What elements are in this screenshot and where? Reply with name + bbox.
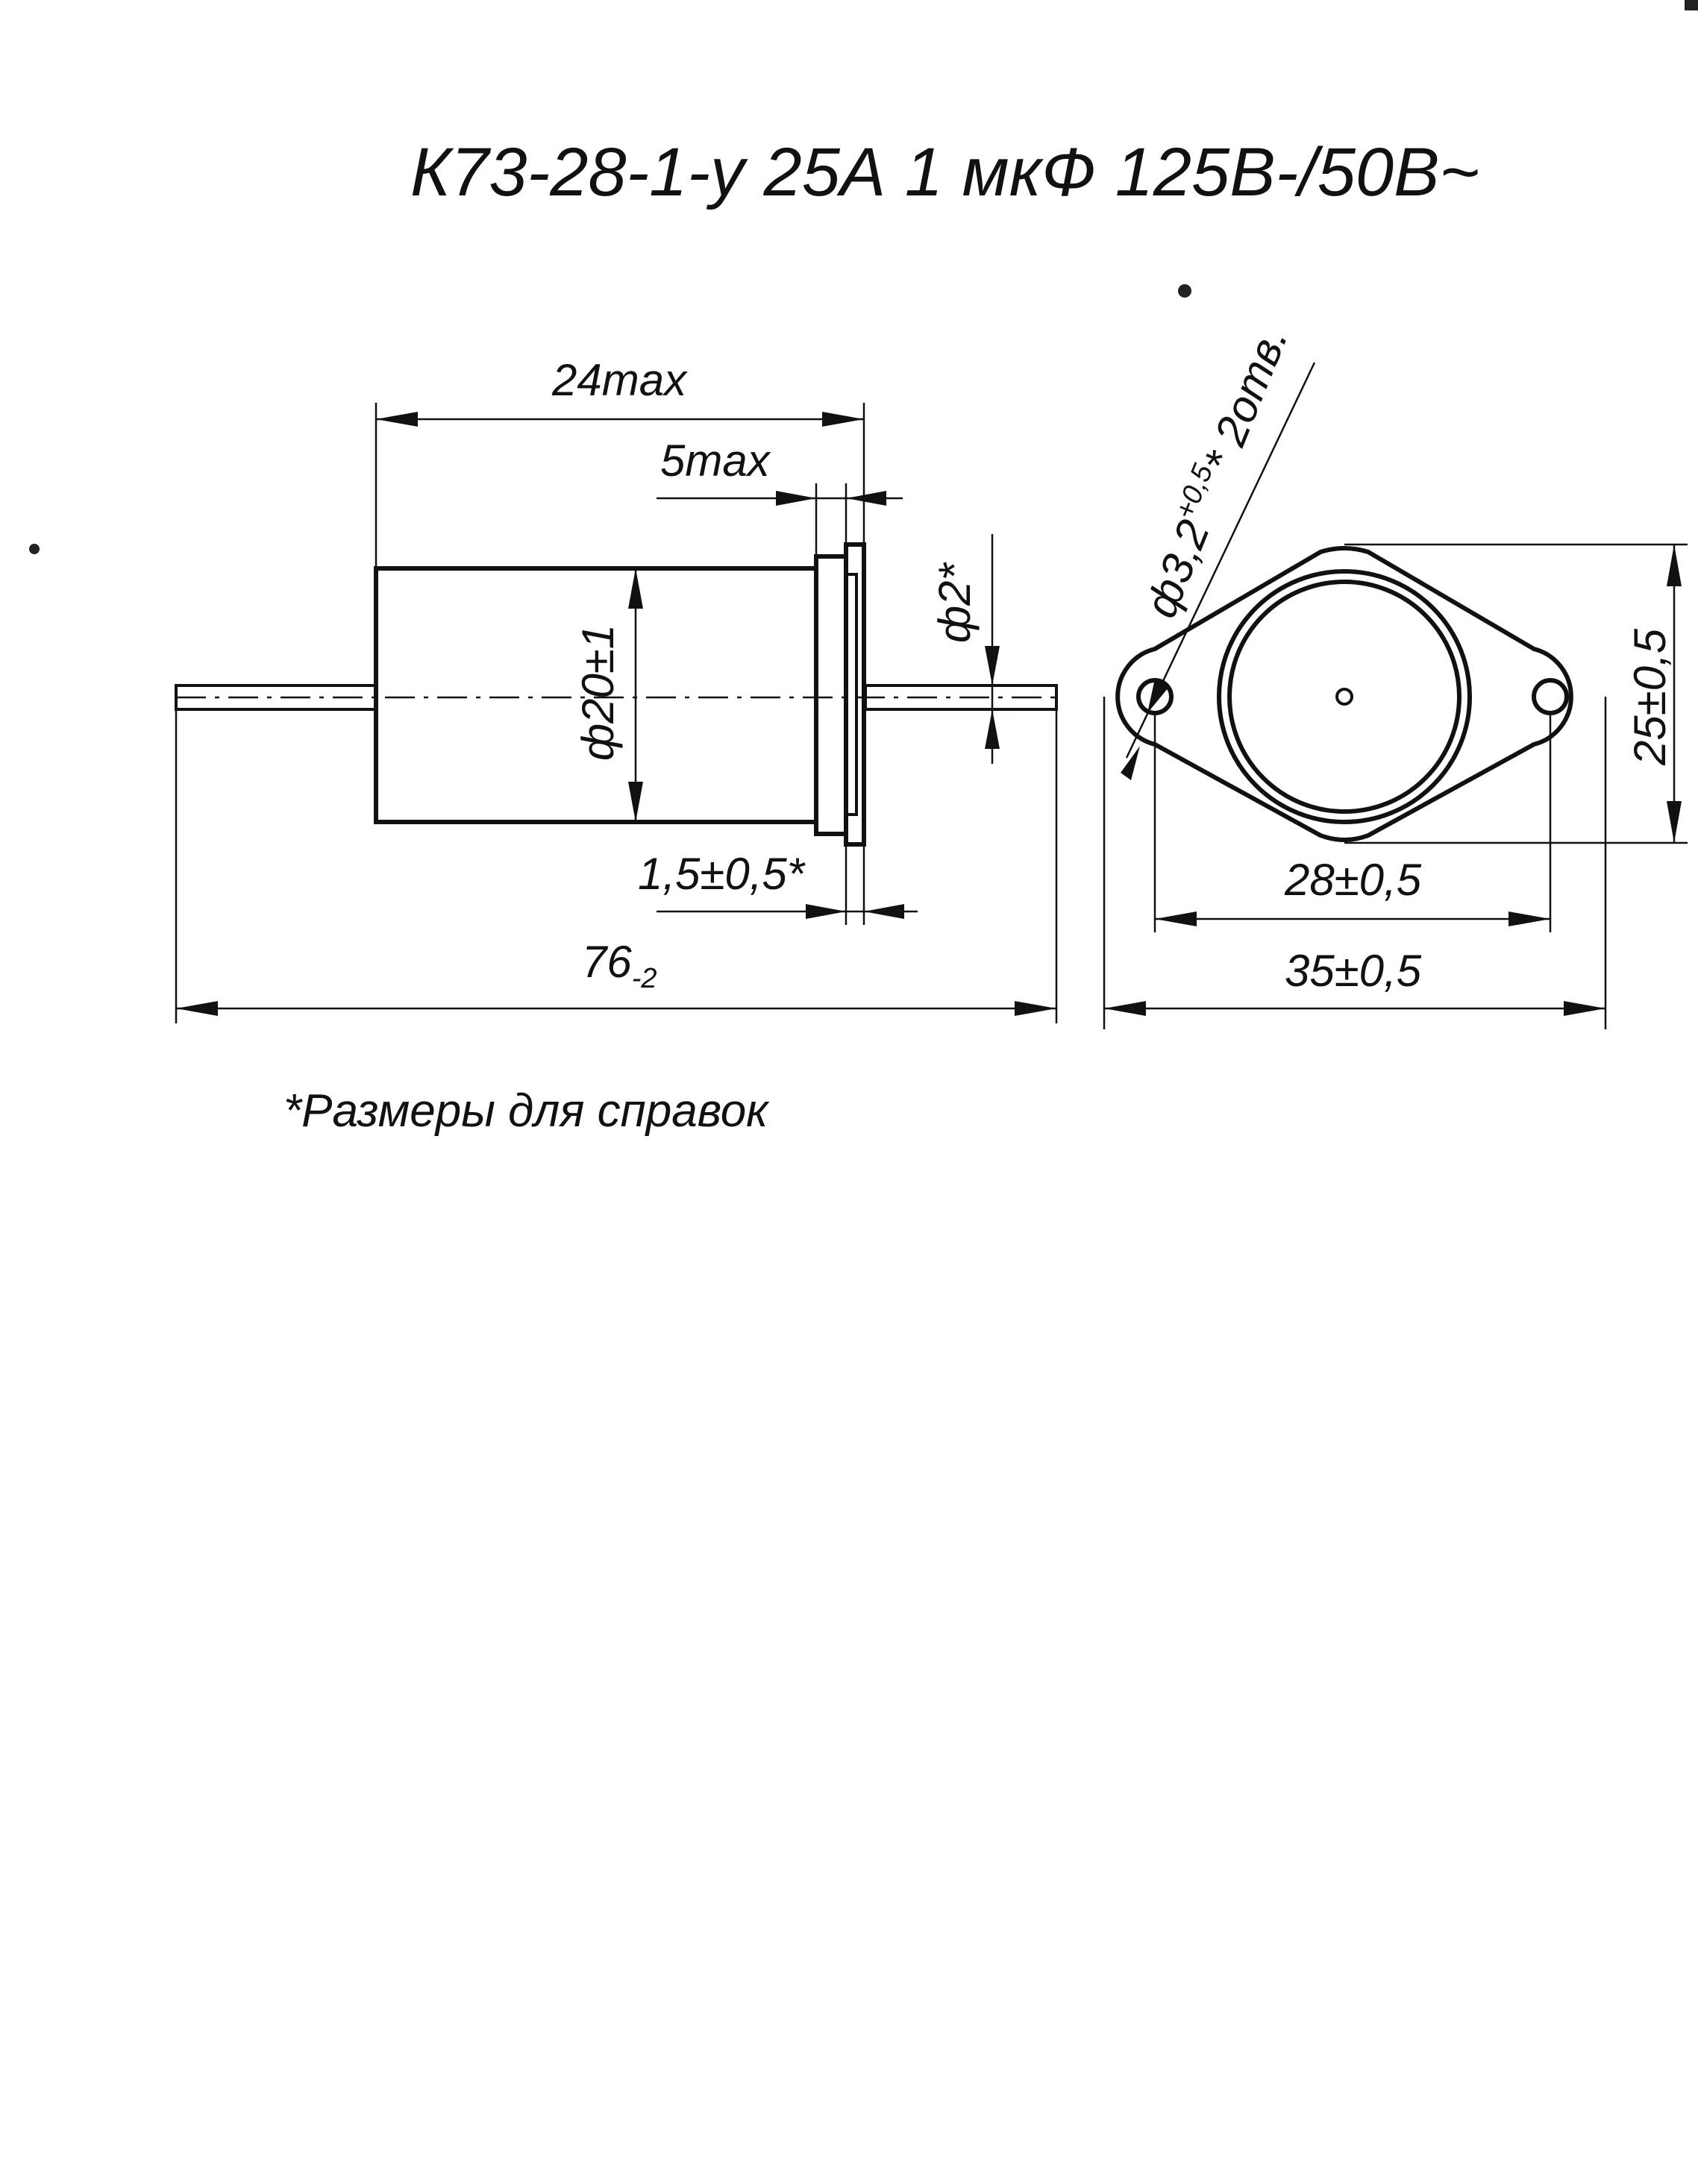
side-view: 24max 5max ф2* ф20±1 1,5±0,5* bbox=[175, 355, 1058, 1023]
mounting-hole-right bbox=[1532, 678, 1569, 715]
arrow bbox=[1564, 1001, 1605, 1016]
arrow bbox=[846, 491, 886, 506]
arrow bbox=[1667, 545, 1682, 586]
body-outer-circle bbox=[1217, 569, 1472, 824]
mounting-flange bbox=[814, 554, 848, 836]
dim-body-diameter: ф20±1 bbox=[573, 624, 623, 761]
dim-total-length-main: 76 bbox=[582, 937, 632, 987]
reference-note: *Размеры для справок bbox=[283, 1085, 770, 1137]
arrow bbox=[1155, 911, 1197, 926]
arrow bbox=[1121, 746, 1140, 780]
arrow bbox=[176, 1001, 218, 1016]
arrow bbox=[1147, 679, 1168, 713]
arrow bbox=[806, 904, 846, 919]
arrow bbox=[985, 646, 1000, 685]
arrow bbox=[376, 412, 418, 427]
arrow bbox=[822, 412, 864, 427]
dim-flange-thickness: 1,5±0,5* bbox=[638, 849, 806, 899]
arrow bbox=[1104, 1001, 1146, 1016]
flange-rim bbox=[845, 573, 858, 816]
dim-hole-diameter-suffix: * 2отв. bbox=[1194, 320, 1297, 480]
arrow bbox=[1509, 911, 1550, 926]
dim-flange-height: 25±0,5 bbox=[1625, 628, 1675, 766]
arrow bbox=[985, 709, 1000, 749]
dim-total-length: 76-2 bbox=[582, 937, 657, 994]
arrow bbox=[1015, 1001, 1056, 1016]
drawing-title: К73-28-1-у 25А 1 мкФ 125В-/50В~ bbox=[410, 134, 1479, 210]
scan-edge-mark bbox=[1685, 0, 1698, 10]
flange-outline bbox=[1115, 546, 1573, 842]
dim-total-length-tolerance: -2 bbox=[632, 963, 657, 994]
dim-flange-width: 5max bbox=[660, 436, 771, 486]
body-inner-circle bbox=[1227, 580, 1462, 814]
scan-speck bbox=[29, 544, 40, 554]
arrow bbox=[628, 782, 643, 822]
arrow bbox=[864, 904, 904, 919]
dim-hole-diameter-main: ф3,2 bbox=[1135, 513, 1219, 624]
front-view: ф3,2+0,5* 2отв. 25±0,5 28±0,5 35±0,5 bbox=[1103, 320, 1688, 1029]
dim-lead-diameter: ф2* bbox=[930, 562, 980, 643]
dim-hole-spacing: 28±0,5 bbox=[1284, 855, 1422, 905]
arrow bbox=[628, 568, 643, 609]
dim-flange-length: 35±0,5 bbox=[1285, 946, 1422, 996]
dim-body-length: 24max bbox=[551, 355, 688, 405]
arrow bbox=[776, 491, 816, 506]
center-lead bbox=[1335, 688, 1353, 706]
arrow bbox=[1667, 801, 1682, 843]
scan-speck bbox=[1178, 284, 1191, 298]
